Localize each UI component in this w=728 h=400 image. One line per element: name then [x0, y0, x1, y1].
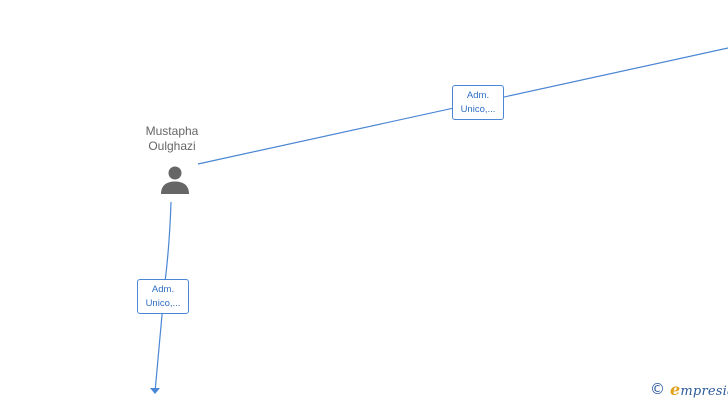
person-icon[interactable] [159, 164, 191, 196]
edge-label-role[interactable]: Adm. Unico,... [137, 279, 189, 314]
brand-rest: mpresia [680, 383, 728, 399]
copyright-icon: © [650, 380, 665, 398]
brand-logo: empresia [670, 380, 728, 399]
arrowhead-icon [150, 388, 160, 394]
edge-label-role[interactable]: Adm. Unico,... [452, 85, 504, 120]
person-node-name[interactable]: Mustapha Oulghazi [145, 124, 199, 153]
brand-initial: e [670, 379, 681, 399]
empresia-watermark: © empresia [650, 379, 728, 399]
